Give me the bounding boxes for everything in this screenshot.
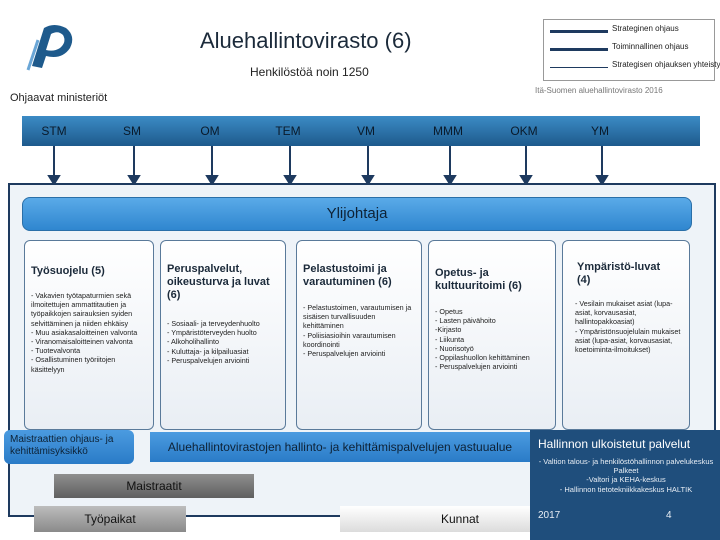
ministry-stm: STM <box>41 124 67 138</box>
unit-item: - Nuorisotyö <box>435 343 474 353</box>
ministries-bar: STM SM OM TEM VM MMM OKM YM <box>22 116 700 146</box>
unit-items: - Opetus - Lasten päivähoito -Kirjasto -… <box>435 307 551 371</box>
unit-items: - Vakavien työtapaturmien sekä ilmoitett… <box>31 291 149 374</box>
external-services-title: Hallinnon ulkoistetut palvelut <box>538 437 691 451</box>
unit-rescue-services: Pelastustoimi ja varautuminen (6) - Pela… <box>296 240 422 430</box>
legend-item-cooperation: Strategisen ohjauksen yhteistyö <box>550 60 720 74</box>
unit-environmental-permits: Ympäristö-luvat (4) - Vesilain mukaiset … <box>562 240 690 430</box>
director-box: Ylijohtaja <box>22 197 692 231</box>
source-note: Itä-Suomen aluehallintovirasto 2016 <box>535 86 663 95</box>
unit-item: - Oppilashuollon kehittäminen <box>435 353 530 363</box>
legend: Strateginen ohjaus Toiminnallinen ohjaus… <box>543 19 720 81</box>
unit-item: -Kirjasto <box>435 325 462 335</box>
ministry-vm: VM <box>357 124 375 138</box>
unit-item: - Opetus <box>435 307 463 316</box>
unit-items: - Vesilain mukaiset asiat (lupa-asiat, k… <box>575 299 685 354</box>
ministry-mmm: MMM <box>433 124 463 138</box>
unit-item: - Poliisiasioihin varautumisen koordinoi… <box>303 330 396 349</box>
external-item: -Valtori ja KEHA-keskus <box>586 475 666 485</box>
registry-guidance-unit: Maistraattien ohjaus- ja kehittämisyksik… <box>4 430 134 464</box>
unit-title: Työsuojelu (5) <box>31 265 105 277</box>
unit-item: - Peruspalvelujen arviointi <box>167 355 250 365</box>
unit-item: - Vesilain mukaiset asiat (lupa-asiat, k… <box>575 299 673 327</box>
unit-item: - Viranomaisaloitteinen valvonta <box>31 337 133 347</box>
unit-item: - Muu asiakasaloitteinen valvonta <box>31 327 138 337</box>
unit-title: Pelastustoimi ja varautuminen (6) <box>303 263 392 288</box>
ministry-om: OM <box>200 124 220 138</box>
page-number: 4 <box>666 510 672 521</box>
legend-label: Toiminnallinen ohjaus <box>612 42 689 51</box>
legend-item-strategic: Strateginen ohjaus <box>550 24 710 38</box>
unit-education-culture: Opetus- ja kulttuuritoimi (6) - Opetus -… <box>428 240 556 430</box>
unit-basic-services: Peruspalvelut, oikeusturva ja luvat (6) … <box>160 240 286 430</box>
external-services-list: - Valtion talous- ja henkilöstöhallinnon… <box>538 457 714 494</box>
shared-services-bar: Aluehallintovirastojen hallinto- ja kehi… <box>150 432 530 462</box>
unit-title: Ympäristö-luvat (4) <box>577 261 661 286</box>
workplaces-box: Työpaikat <box>34 506 186 532</box>
ministry-ym: YM <box>591 124 609 138</box>
year-label: 2017 <box>538 510 561 521</box>
unit-item: - Pelastustoimen, varautumisen ja sisäis… <box>303 303 412 331</box>
unit-items: - Pelastustoimen, varautumisen ja sisäis… <box>303 303 417 358</box>
unit-occupational-safety: Työsuojelu (5) - Vakavien työtapaturmien… <box>24 240 154 430</box>
thick-line-swatch <box>550 30 608 33</box>
thin-line-swatch <box>550 67 608 68</box>
unit-item: - Tuotevalvonta <box>31 346 81 356</box>
external-item: - Hallinnon tietotekniikkakeskus HALTIK <box>559 484 693 494</box>
legend-item-operational: Toiminnallinen ohjaus <box>550 42 710 56</box>
unit-item: - Peruspalvelujen arviointi <box>435 362 518 372</box>
unit-item: - Ympäristöterveyden huolto <box>167 328 257 338</box>
unit-title: Peruspalvelut, oikeusturva ja luvat (6) <box>167 263 270 301</box>
unit-item: - Kuluttaja- ja kilpailuasiat <box>167 346 249 356</box>
organization-logo <box>26 25 73 71</box>
unit-item: - Ympäristönsuojelulain mukaiset asiat (… <box>575 326 681 355</box>
thick-line-swatch <box>550 48 608 51</box>
unit-item: - Lasten päivähoito <box>435 316 496 326</box>
ministry-tem: TEM <box>275 124 301 138</box>
ministries-label: Ohjaavat ministeriöt <box>10 92 108 104</box>
legend-label: Strategisen ohjauksen yhteistyö <box>612 60 720 69</box>
page-title: Aluehallintovirasto (6) <box>200 28 412 53</box>
external-item: - Valtion talous- ja henkilöstöhallinnon… <box>538 457 714 476</box>
local-registry-offices: Maistraatit <box>54 474 254 498</box>
unit-item: - Osallistuminen työriitojen käsittelyyn <box>31 355 116 374</box>
unit-item: - Vakavien työtapaturmien sekä ilmoitett… <box>31 291 133 328</box>
ministry-okm: OKM <box>510 124 538 138</box>
ministry-sm: SM <box>123 124 141 138</box>
unit-item: - Peruspalvelujen arviointi <box>303 349 386 359</box>
legend-label: Strateginen ohjaus <box>612 24 679 33</box>
unit-item: - Alkoholihallinto <box>167 337 219 347</box>
unit-item: - Liikunta <box>435 334 465 344</box>
staff-count: Henkilöstöä noin 1250 <box>250 65 369 79</box>
steering-arrows <box>47 146 609 186</box>
unit-item: - Sosiaali- ja terveydenhuolto <box>167 319 260 328</box>
external-services-panel <box>530 430 720 540</box>
unit-items: - Sosiaali- ja terveydenhuolto - Ympäris… <box>167 319 281 365</box>
unit-title: Opetus- ja kulttuuritoimi (6) <box>435 267 522 292</box>
